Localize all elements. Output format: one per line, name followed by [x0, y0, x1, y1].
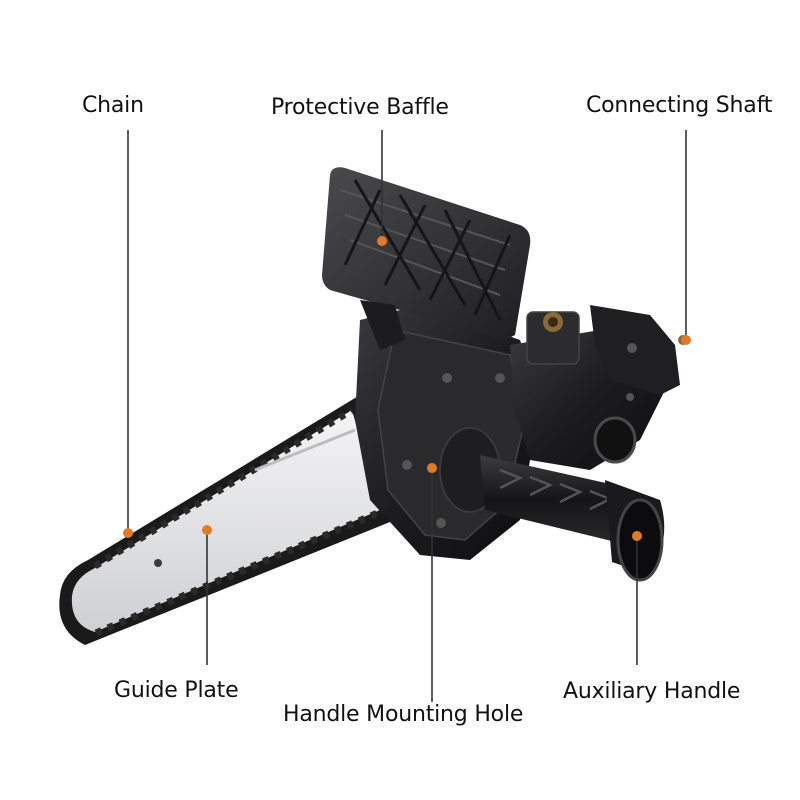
label-guide-plate: Guide Plate: [114, 678, 239, 703]
label-connecting-shaft: Connecting Shaft: [586, 93, 773, 118]
guide-plate: [71, 410, 380, 632]
chain-teeth-top: [93, 407, 354, 569]
guide-plate-marker: [202, 525, 212, 535]
connecting-shaft-marker: [681, 335, 691, 345]
chain-marker: [123, 528, 133, 538]
label-auxiliary-handle: Auxiliary Handle: [563, 679, 741, 704]
auxiliary-handle-marker: [632, 531, 642, 541]
auxiliary-handle: [439, 427, 665, 582]
handle-mounting-hole-marker: [427, 463, 437, 473]
label-chain: Chain: [82, 93, 144, 118]
protective-baffle: [322, 167, 531, 350]
plate-rivet: [154, 559, 162, 567]
label-handle-mounting-hole: Handle Mounting Hole: [283, 702, 524, 727]
protective-baffle-marker: [377, 236, 387, 246]
label-protective-baffle: Protective Baffle: [271, 95, 449, 120]
guide-plate-assembly: [59, 395, 396, 645]
